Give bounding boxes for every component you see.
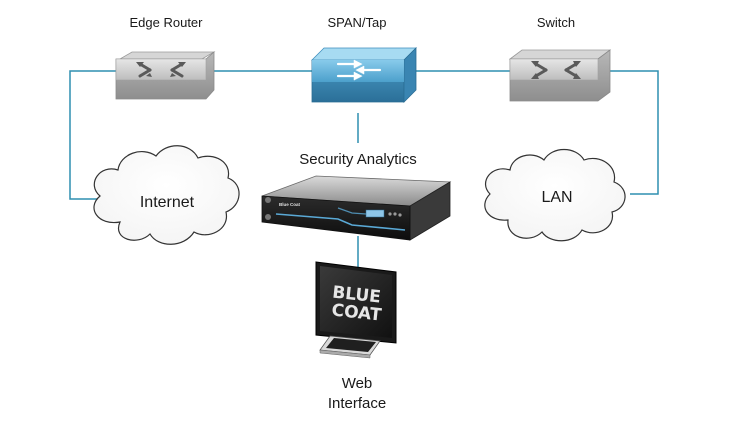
security-analytics-label: Security Analytics bbox=[299, 151, 417, 168]
monitor-icon: BLUE COAT bbox=[315, 261, 397, 359]
web-interface: BLUE COAT Web Interface bbox=[315, 261, 397, 412]
lan-cloud: LAN bbox=[484, 148, 626, 242]
connector-lines bbox=[69, 70, 659, 273]
tap-switch-icon bbox=[311, 47, 417, 103]
internet-cloud: Internet bbox=[93, 145, 240, 245]
appliance-badge: Blue Coat bbox=[279, 202, 301, 207]
span-tap: SPAN/Tap bbox=[311, 15, 417, 103]
cloud-icon bbox=[93, 145, 240, 245]
server-appliance-icon: Blue Coat bbox=[261, 175, 452, 241]
router-icon bbox=[115, 51, 216, 100]
web-interface-label-line1: Web bbox=[342, 375, 373, 392]
link-router-internet bbox=[69, 70, 116, 200]
switch-icon bbox=[508, 49, 612, 102]
web-interface-label-line2: Interface bbox=[328, 395, 386, 412]
span-tap-label: SPAN/Tap bbox=[327, 15, 386, 30]
switch-label: Switch bbox=[537, 15, 575, 30]
lan-label: LAN bbox=[541, 189, 572, 206]
internet-label: Internet bbox=[140, 194, 195, 211]
edge-router-label: Edge Router bbox=[130, 15, 204, 30]
edge-router: Edge Router bbox=[115, 15, 216, 100]
security-analytics: Security Analytics Blue Coat bbox=[261, 151, 452, 241]
link-switch-lan bbox=[604, 70, 659, 195]
switch-device: Switch bbox=[508, 15, 612, 102]
cloud-icon bbox=[484, 148, 626, 242]
